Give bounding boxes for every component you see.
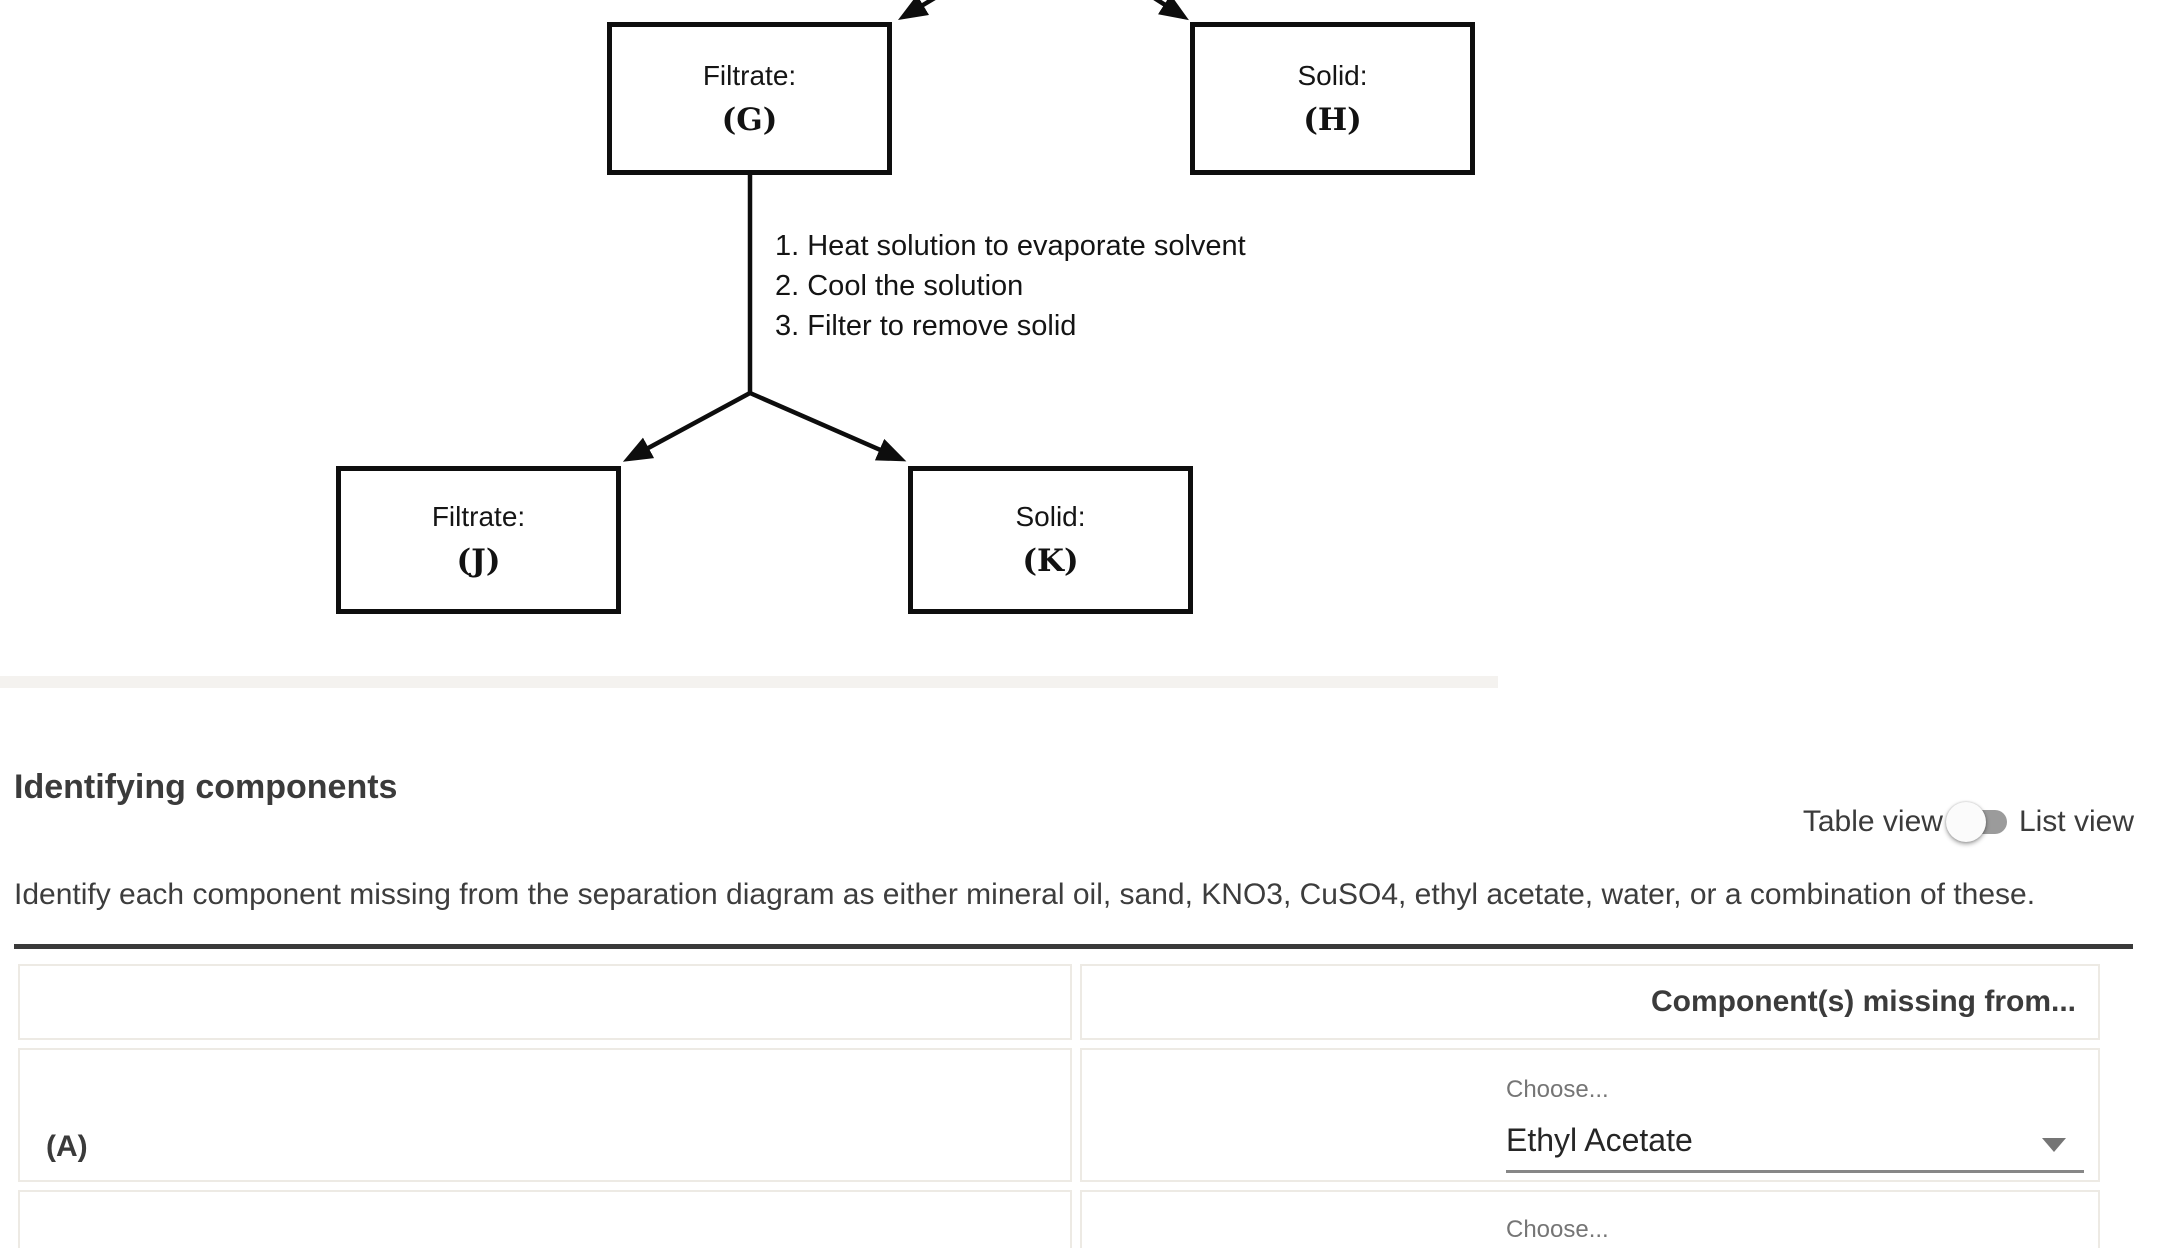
table-view-label: Table view — [1802, 805, 1943, 838]
box-letter: (G) — [721, 101, 778, 138]
box-label: Filtrate: — [431, 501, 526, 532]
table-list-view-switch[interactable] — [1945, 802, 2007, 842]
list-view-label: List view — [2018, 805, 2134, 838]
view-toggle-row: Table view List view — [1803, 800, 2134, 844]
diagram-box-filtrate-g: Filtrate: (G) — [607, 22, 892, 175]
dropdown-label: Choose... — [1506, 1216, 1609, 1243]
table-header-cell-items — [18, 964, 1072, 1040]
box-label: Solid: — [1015, 501, 1086, 532]
diagram-image-bottom-edge — [0, 676, 1498, 688]
question-instructions: Identify each component missing from the… — [14, 878, 2036, 911]
diagram-box-filtrate-j: Filtrate: (J) — [336, 466, 621, 614]
components-header-text: Component(s) missing from... — [1650, 985, 2076, 1018]
section-heading: Identifying components — [14, 768, 398, 807]
row-a-answer-dropdown[interactable]: Choose... Ethyl Acetate — [1506, 1076, 2084, 1173]
box-letter: (J) — [456, 543, 501, 579]
table-row-a-item-cell: (A) — [18, 1048, 1072, 1182]
step-3: 3. Filter to remove solid — [775, 310, 1077, 342]
table-row-b-item-cell — [18, 1190, 1072, 1248]
switch-knob-icon — [1945, 802, 1986, 842]
dropdown-selected-value: Ethyl Acetate — [1506, 1122, 1693, 1158]
box-label: Solid: — [1297, 59, 1368, 91]
row-a-label: (A) — [46, 1130, 88, 1163]
question-divider-rule — [14, 944, 2133, 949]
dropdown-caret-icon — [2042, 1138, 2066, 1152]
box-letter: (K) — [1022, 543, 1079, 579]
diagram-box-solid-k: Solid: (K) — [908, 466, 1193, 614]
diagram-box-solid-h: Solid: (H) — [1190, 22, 1475, 175]
dropdown-label: Choose... — [1506, 1076, 1609, 1103]
dropdown-value-row: Ethyl Acetate — [1506, 1122, 2084, 1173]
box-label: Filtrate: — [702, 59, 797, 91]
step-1: 1. Heat solution to evaporate solvent — [775, 230, 1246, 262]
table-row-a-answer-cell: Choose... Ethyl Acetate — [1080, 1048, 2100, 1182]
box-letter: (H) — [1303, 101, 1362, 138]
table-header-cell-components: Component(s) missing from... — [1080, 964, 2100, 1040]
diagram-process-steps: 1. Heat solution to evaporate solvent 2.… — [775, 226, 1246, 346]
table-row-b-answer-cell: Choose... — [1080, 1190, 2100, 1248]
step-2: 2. Cool the solution — [775, 270, 1024, 302]
row-b-answer-dropdown[interactable]: Choose... — [1506, 1216, 2084, 1248]
